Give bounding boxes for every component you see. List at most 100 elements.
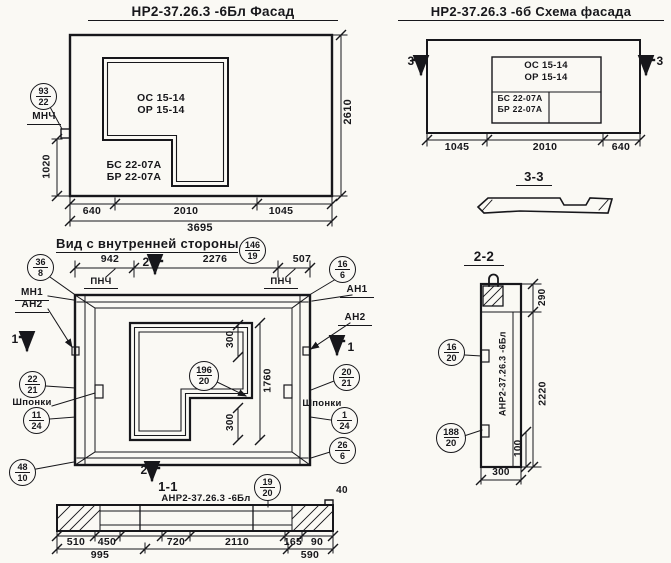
an1-label: АН1 [340, 284, 374, 298]
callout-number-top: 16 [446, 341, 457, 352]
callout-number-top: 16 [337, 258, 348, 269]
schema-lines [411, 39, 656, 214]
section-1-1-title: 1-1 [158, 479, 178, 494]
facade-dim-2010: 2010 [173, 205, 199, 217]
facade-lines [49, 29, 348, 227]
callout-number-bottom: 6 [335, 268, 350, 280]
callout-number-top: 36 [35, 256, 46, 267]
callout-number-top: 11 [31, 409, 42, 420]
callout-number-bottom: 24 [337, 419, 352, 431]
mn1-label: МН1 [15, 287, 49, 301]
callout-93-22: 93 22 [30, 83, 57, 110]
callout-11-24: 11 24 [23, 407, 50, 434]
callout-number-top: 93 [38, 85, 49, 96]
section-1-1-dim-40: 40 [336, 485, 348, 496]
inner-dim-1760: 1760 [261, 368, 274, 393]
callout-26-6: 26 6 [329, 437, 356, 464]
callout-number-bottom: 21 [339, 376, 354, 388]
facade-dim-3695: 3695 [187, 222, 213, 234]
section-2-2-dim-290: 290 [536, 288, 548, 307]
callout-number-bottom: 20 [444, 351, 459, 363]
callout-48-10: 48 10 [9, 459, 36, 486]
callout-number-top: 22 [27, 373, 38, 384]
dim-165: 165 [283, 536, 303, 548]
an2-label-left: АН2 [15, 299, 49, 313]
callout-number-bottom: 22 [36, 95, 51, 107]
callout-number-top: 188 [443, 426, 459, 438]
callout-19-20: 19 20 [254, 474, 281, 501]
section-2-2-dim-100: 100 [512, 439, 524, 458]
section-3-3-title: 3-3 [516, 170, 552, 186]
callout-number-top: 48 [17, 461, 28, 472]
callout-number-bottom: 6 [335, 449, 350, 461]
section-2-2-dim-2220: 2220 [536, 381, 549, 406]
facade-dim-640: 640 [82, 205, 102, 217]
callout-number-bottom: 21 [25, 383, 40, 395]
callout-number-top: 146 [244, 239, 261, 250]
callout-36-8: 36 8 [27, 254, 54, 281]
callout-1-24: 1 24 [331, 407, 358, 434]
callout-number-top: 196 [196, 364, 212, 376]
dim-450: 450 [97, 536, 117, 548]
inner-view-title: Вид с внутренней стороны [56, 236, 239, 253]
inner-view-lines [18, 253, 353, 508]
schema-panel-mark-1: БС 22-07А [497, 93, 543, 103]
section-2-2-dim-300: 300 [492, 467, 510, 478]
callout-16-20: 16 20 [438, 339, 465, 366]
dim-510: 510 [66, 536, 86, 548]
pnch-label-left: ПНЧ [84, 277, 118, 289]
facade-dim-1045: 1045 [268, 205, 294, 217]
facade-dim-1020: 1020 [40, 154, 53, 179]
callout-number-bottom: 24 [29, 419, 44, 431]
callout-number-top: 19 [262, 476, 273, 487]
section-3-marker-right: 3 [656, 54, 664, 68]
facade-panel-mark-2: БР 22-07А [106, 171, 162, 183]
facade-title: НР2-37.26.3 -6Бл Фасад [88, 4, 338, 22]
callout-16-6: 16 6 [329, 256, 356, 283]
an2-label-right: АН2 [338, 312, 372, 326]
shponki-label-left: Шпонки [12, 397, 52, 408]
facade-panel-mark-1: БС 22-07А [106, 159, 162, 171]
facade-dim-2610: 2610 [342, 98, 355, 125]
callout-number-top: 26 [337, 439, 348, 450]
callout-20-21: 20 21 [333, 364, 360, 391]
callout-number-bottom: 20 [260, 486, 275, 498]
callout-number-bottom: 10 [15, 471, 30, 483]
dim-590: 590 [300, 549, 320, 561]
dim-720: 720 [166, 536, 186, 548]
inner-dim-942: 942 [100, 253, 120, 265]
inner-dim-300-top: 300 [224, 330, 236, 349]
facade-opening-mark-2: ОР 15-14 [137, 104, 185, 116]
schema-dim-1045: 1045 [444, 141, 470, 153]
inner-dim-300-bottom: 300 [224, 413, 236, 432]
dim-995: 995 [90, 549, 110, 561]
callout-number-top: 1 [341, 409, 347, 420]
section-2-2-title: 2-2 [464, 249, 504, 267]
schema-panel-mark-2: БР 22-07А [497, 104, 543, 114]
callout-22-21: 22 21 [19, 371, 46, 398]
section-3-marker-left: 3 [407, 54, 415, 68]
pnch-label-right: ПНЧ [264, 277, 298, 289]
shponki-label-right: Шпонки [302, 398, 342, 409]
section-2-marker-top: 2 [142, 255, 150, 269]
dim-90: 90 [310, 536, 324, 548]
schema-dim-640: 640 [611, 141, 631, 153]
section-2-marker-bottom: 2 [140, 463, 148, 477]
callout-188-20: 188 20 [436, 423, 466, 453]
section-1-1-lines [51, 499, 339, 555]
callout-196-20: 196 20 [189, 361, 219, 391]
inner-dim-507: 507 [292, 253, 312, 265]
section-1-marker-left: 1 [11, 332, 19, 346]
schema-opening-mark-2: ОР 15-14 [524, 72, 568, 83]
callout-number-bottom: 8 [33, 266, 48, 278]
section-1-marker-right: 1 [347, 340, 355, 354]
dim-2110: 2110 [225, 536, 249, 548]
facade-opening-mark-1: ОС 15-14 [137, 92, 185, 104]
facade-mnch-label: МНЧ [27, 111, 61, 125]
callout-146-19: 146 19 [239, 237, 266, 264]
schema-opening-mark-1: ОС 15-14 [524, 60, 568, 71]
callout-number-bottom: 20 [443, 437, 459, 449]
inner-dim-2276: 2276 [202, 253, 228, 265]
